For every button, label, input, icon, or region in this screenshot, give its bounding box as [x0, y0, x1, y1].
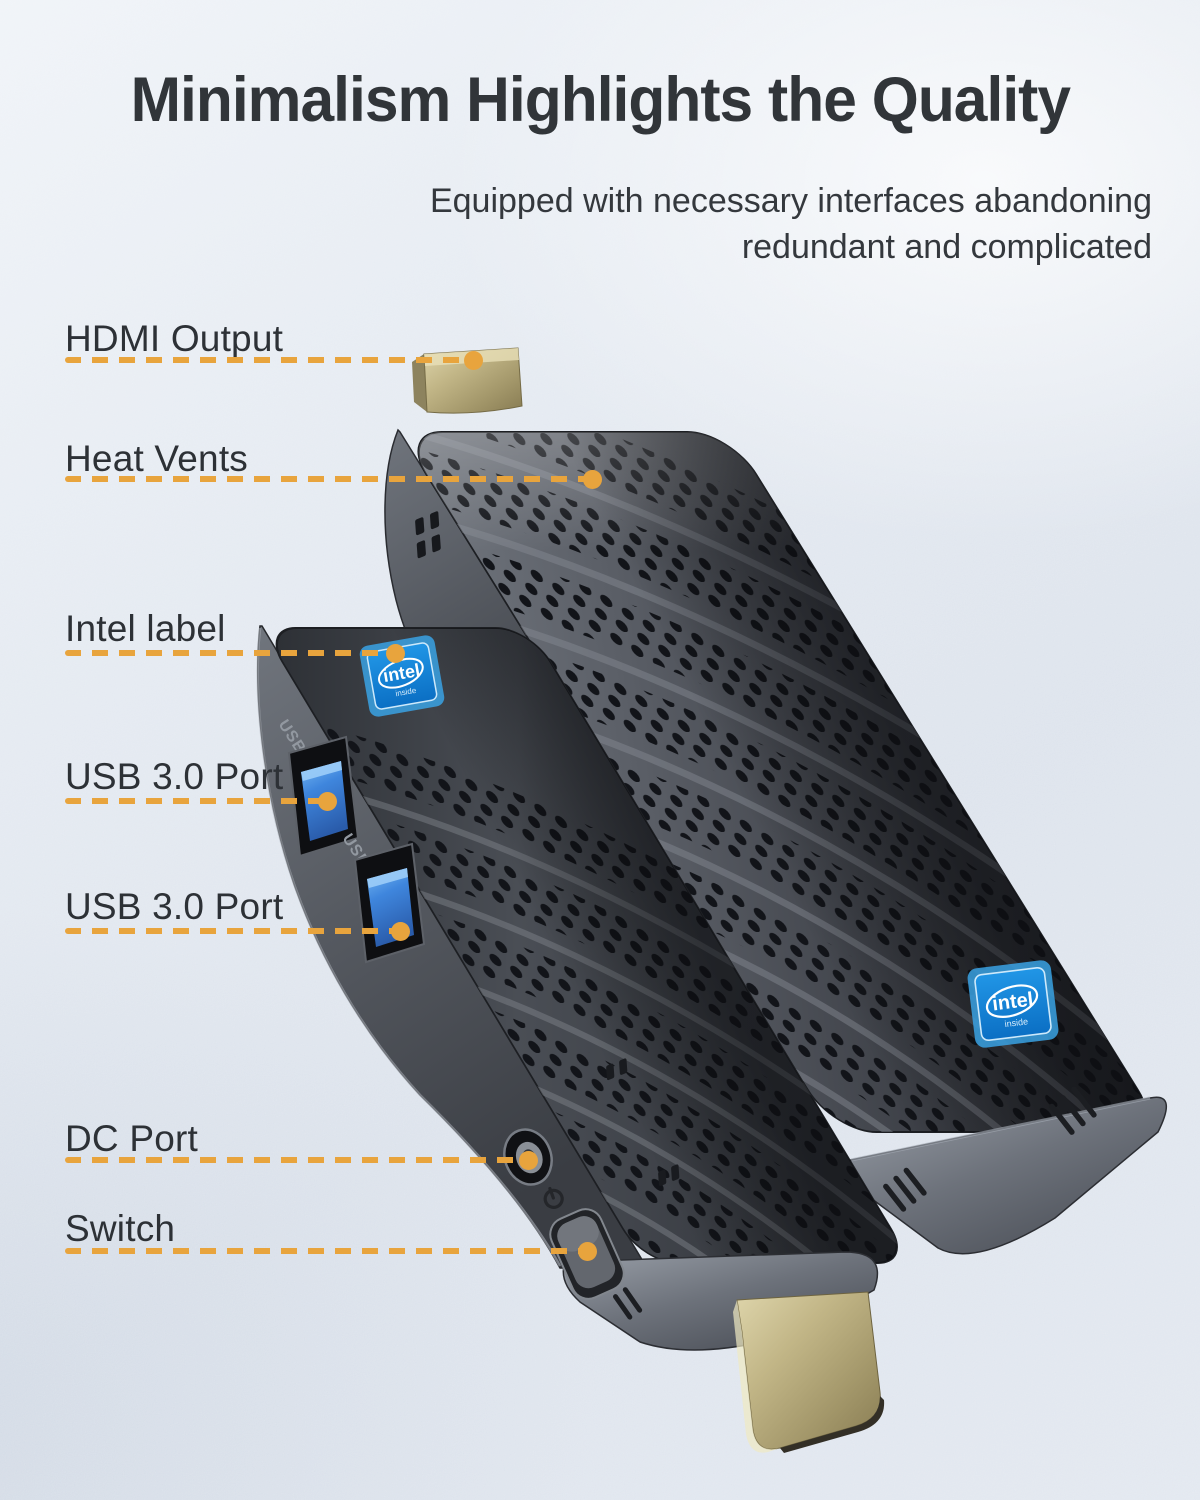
callout-label-hdmi-output: HDMI Output [65, 318, 284, 359]
subtitle-line-1: Equipped with necessary interfaces aband… [429, 182, 1152, 220]
callout-label-usb3-port-1: USB 3.0 Port [65, 756, 284, 797]
hdmi-connector-bottom [733, 1291, 885, 1453]
callout-endpoint-dot-usb3-port-2 [391, 922, 410, 941]
page-title: Minimalism Highlights the Quality [130, 65, 1070, 135]
callout-endpoint-dot-usb3-port-1 [318, 792, 337, 811]
front-face-vents [606, 1058, 680, 1187]
callout-label-usb3-port-2: USB 3.0 Port [65, 886, 284, 927]
back-cap-vent-slots [883, 1086, 1097, 1212]
callout-label-intel-label: Intel label [65, 608, 226, 649]
callout-endpoint-dot-heat-vents [583, 470, 602, 489]
callout-label-heat-vents: Heat Vents [65, 438, 249, 479]
callout-leader-line-hdmi-output [65, 357, 477, 363]
callout-leader-line-dc-port [65, 1157, 532, 1163]
callout-endpoint-dot-switch [578, 1242, 597, 1261]
subtitle-line-2: redundant and complicated [741, 228, 1152, 266]
callout-label-dc-port: DC Port [65, 1118, 198, 1159]
callout-leader-line-usb3-port-1 [65, 798, 331, 804]
callout-leader-line-heat-vents [65, 476, 596, 482]
callout-leader-line-usb3-port-2 [65, 928, 404, 934]
front-cap-vent-slots [612, 1287, 643, 1320]
svg-text:intel: intel [991, 989, 1034, 1016]
callout-leader-line-switch [65, 1248, 591, 1254]
intel-badge-back: intel inside [967, 960, 1059, 1048]
callout-endpoint-dot-dc-port [519, 1151, 538, 1170]
power-icon [543, 1186, 564, 1209]
page-subtitle: Equipped with necessary interfaces aband… [430, 178, 1152, 270]
svg-text:inside: inside [395, 686, 418, 699]
callout-label-switch: Switch [65, 1208, 176, 1249]
callout-endpoint-dot-intel-label [386, 644, 405, 663]
callout-endpoint-dot-hdmi-output [464, 351, 483, 370]
callout-leader-line-intel-label [65, 650, 399, 656]
svg-text:inside: inside [1004, 1016, 1029, 1029]
back-end-cap [849, 1086, 1167, 1255]
